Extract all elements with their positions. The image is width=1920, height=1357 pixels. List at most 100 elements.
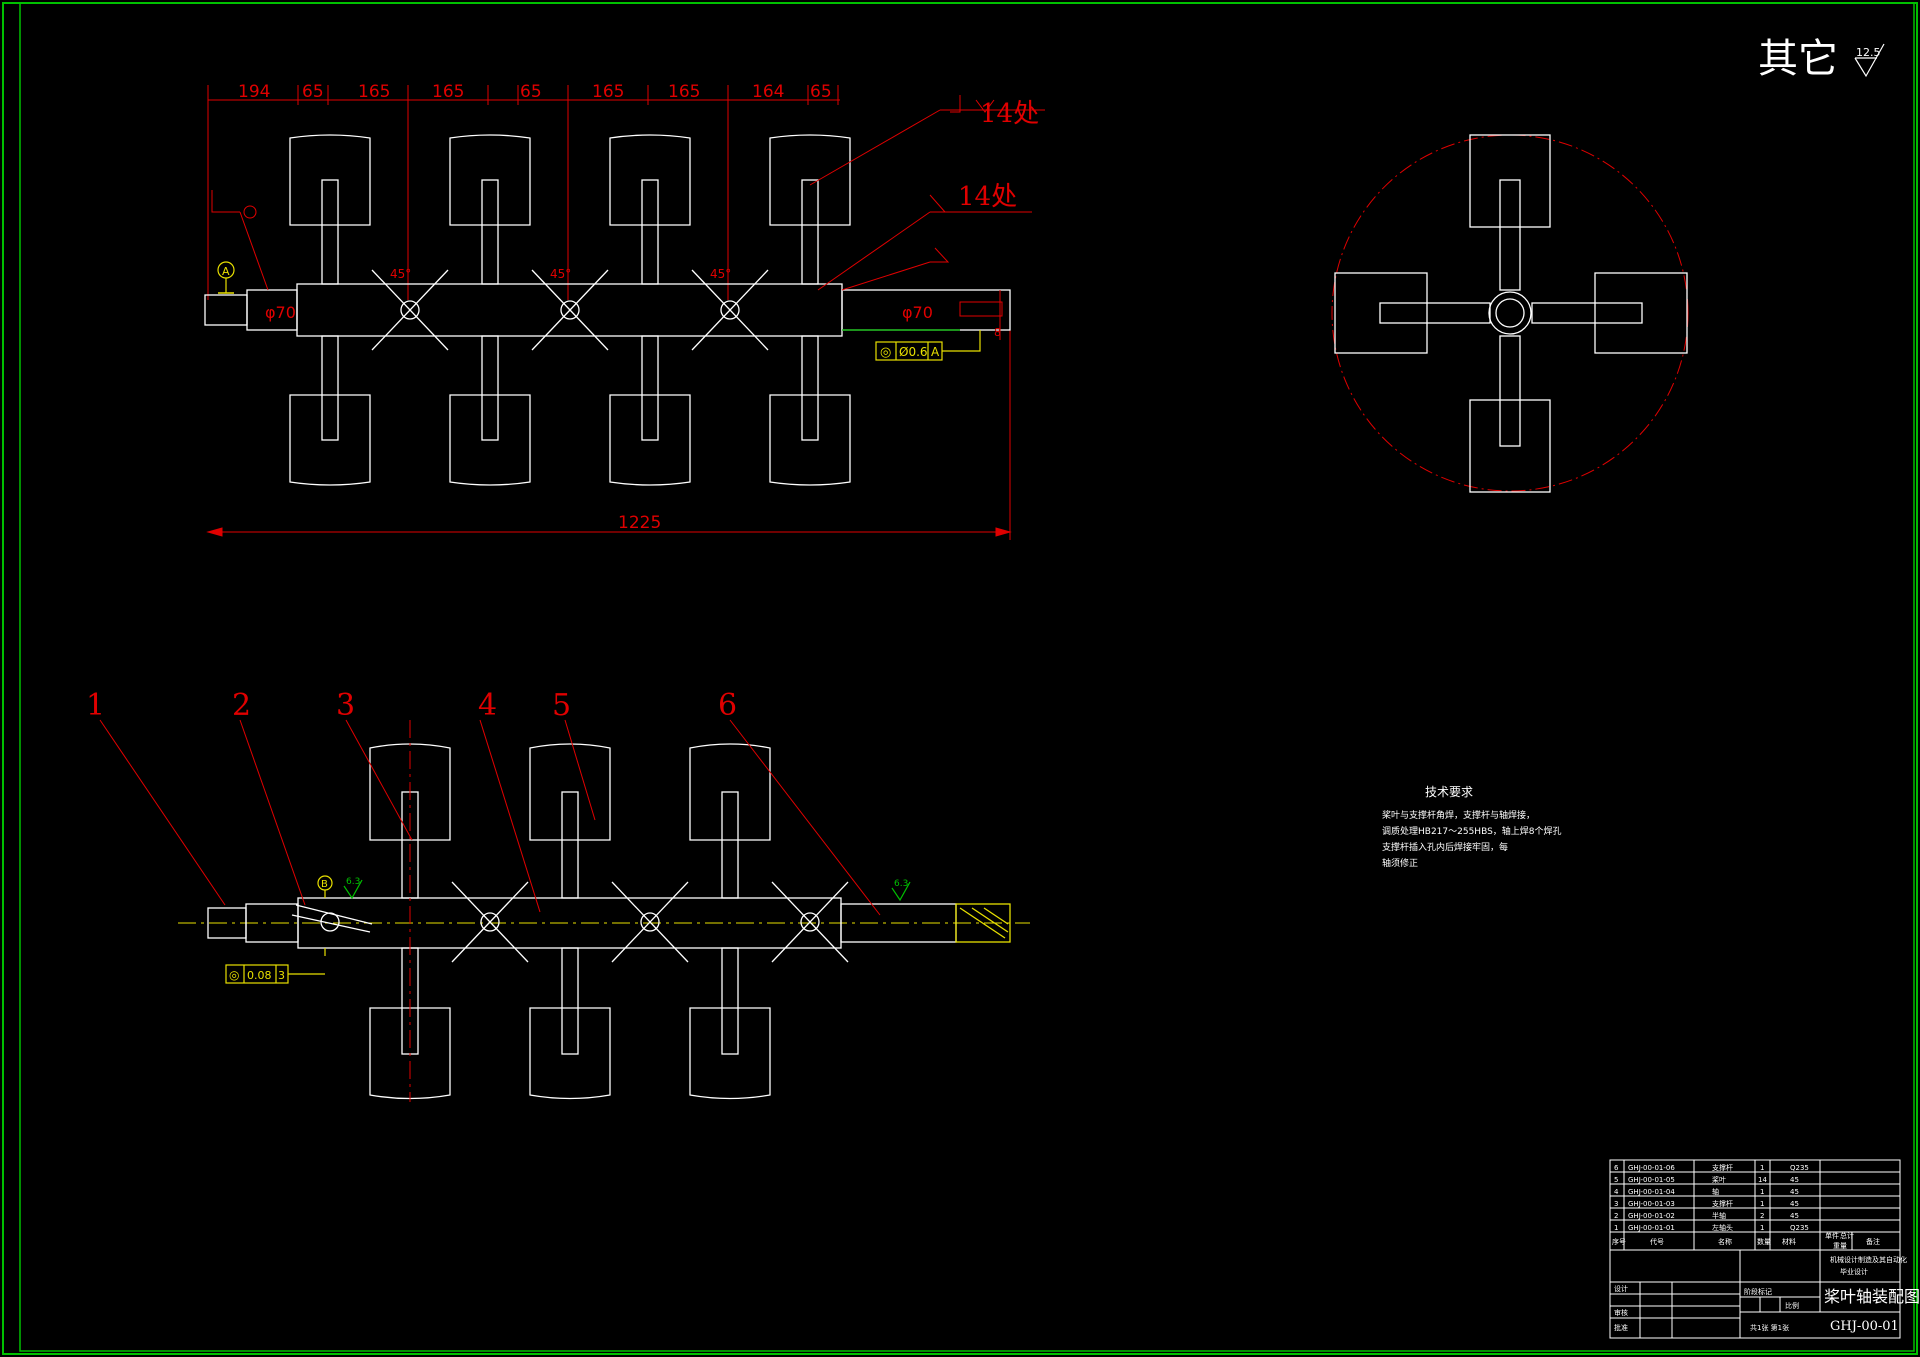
part-material: 45 (1790, 1212, 1799, 1220)
diameter-label-right: φ70 (902, 303, 933, 322)
part-qty: 1 (1760, 1188, 1764, 1196)
tolerance-datum: A (931, 345, 940, 359)
part-no: 2 (1614, 1212, 1618, 1220)
part-no: 3 (1614, 1200, 1618, 1208)
part-code: GHJ-00-01-03 (1628, 1200, 1675, 1208)
leader-lines (99, 719, 881, 916)
sweep-circle (1331, 134, 1689, 492)
tolerance-datum: 3 (278, 969, 285, 982)
col-header: 数量 (1757, 1237, 1771, 1246)
overall-length-dimension (206, 290, 1012, 540)
col-header: 单件 (1825, 1231, 1839, 1240)
angle-label: 45° (710, 267, 731, 281)
roughness-mark: 6.3 (894, 879, 908, 889)
paddles-lower (289, 335, 851, 486)
title-block: 机械设计制造及其自动化 毕业设计 设计 审核 批准 阶段标记 比例 共1张 第1… (1609, 1249, 1920, 1339)
bottom-view: 1 2 3 4 5 6 B 6.3 6.3 ◎ 0.08 3 (86, 688, 1030, 1102)
check-label: 审核 (1614, 1308, 1628, 1317)
dim-value: 65 (520, 82, 542, 102)
shaft (204, 283, 1011, 337)
part-no: 6 (1614, 1164, 1619, 1172)
balloon-number: 5 (552, 688, 571, 723)
dim-value: 165 (592, 82, 624, 102)
part-name: 左轴头 (1712, 1223, 1733, 1232)
part-code: GHJ-00-01-06 (1628, 1164, 1675, 1172)
balloon-number: 1 (86, 688, 105, 723)
balloon-number: 4 (478, 688, 497, 723)
col-header: 代号 (1650, 1237, 1664, 1246)
part-material: Q235 (1790, 1164, 1809, 1172)
weight-label: 重量 (1833, 1242, 1847, 1250)
part-name: 支撑杆 (1712, 1199, 1733, 1208)
part-code: GHJ-00-01-01 (1628, 1224, 1675, 1232)
inner-border (19, 2, 1915, 1352)
part-qty: 14 (1758, 1176, 1767, 1184)
angle-labels: 45° 45° 45° (390, 267, 731, 281)
school-line: 毕业设计 (1840, 1267, 1868, 1276)
part-code: GHJ-00-01-02 (1628, 1212, 1675, 1220)
col-header: 序号 (1612, 1237, 1626, 1246)
roughness-value: 12.5 (1856, 46, 1881, 59)
design-label: 设计 (1614, 1284, 1628, 1293)
roughness-symbol-icon (1854, 43, 1885, 78)
weld-note-2: 14处 (958, 182, 1017, 212)
tech-req-title: 技术要求 (1425, 785, 1473, 799)
part-code: GHJ-00-01-04 (1628, 1188, 1675, 1196)
parts-list: 6 GHJ-00-01-06 支撑杆 1 Q235 5 GHJ-00-01-05… (1609, 1159, 1901, 1251)
side-view (1331, 134, 1689, 493)
col-header: 总计 (1840, 1231, 1854, 1240)
part-qty: 1 (1760, 1224, 1764, 1232)
angle-label: 45° (550, 267, 571, 281)
sheet-info: 共1张 第1张 (1750, 1323, 1789, 1332)
balloon-numbers: 1 2 3 4 5 6 (86, 688, 737, 723)
part-material: 45 (1790, 1200, 1799, 1208)
weld-callouts (211, 95, 1045, 291)
tolerance-frame (225, 964, 325, 984)
technical-requirements: 技术要求 桨叶与支撑杆角焊，支撑杆与轴焊接， 调质处理HB217～255HBS，… (1382, 785, 1562, 869)
tolerance-symbol: ◎ (229, 968, 239, 982)
col-header: 备注 (1866, 1237, 1880, 1246)
balloon-number: 3 (336, 688, 355, 723)
tech-req-line: 桨叶与支撑杆角焊，支撑杆与轴焊接， (1382, 809, 1535, 821)
part-name: 桨叶 (1712, 1175, 1726, 1184)
tolerance-value: 0.08 (247, 969, 272, 982)
cross-arms (291, 881, 849, 963)
dimension-values: 194 65 165 165 65 165 165 164 65 (238, 82, 832, 102)
paddles-upper (289, 134, 851, 285)
tech-req-line: 轴须修正 (1382, 857, 1418, 869)
part-name: 半轴 (1712, 1211, 1726, 1220)
balloon-number: 6 (718, 688, 737, 723)
balloon-number: 2 (232, 688, 251, 723)
part-qty: 2 (1760, 1212, 1764, 1220)
overall-length-value: 1225 (618, 513, 661, 533)
parts-list-rows: 6 GHJ-00-01-06 支撑杆 1 Q235 5 GHJ-00-01-05… (1612, 1163, 1880, 1250)
paddles-lower (369, 947, 771, 1100)
part-material: 45 (1790, 1188, 1799, 1196)
part-no: 1 (1614, 1224, 1618, 1232)
diameter-label-left: φ70 (265, 303, 296, 322)
other-label: 其它 (1758, 36, 1838, 82)
part-name: 轴 (1712, 1187, 1719, 1196)
stage-label: 阶段标记 (1744, 1287, 1772, 1296)
school-line: 机械设计制造及其自动化 (1830, 1255, 1907, 1264)
top-view: 194 65 165 165 65 165 165 164 65 1225 φ7… (204, 82, 1045, 540)
tech-req-line: 支撑杆插入孔内后焊接牢固，每 (1382, 841, 1508, 853)
key-slot (959, 290, 1003, 340)
tolerance-symbol: ◎ (880, 345, 891, 360)
datum-a-symbol-icon (217, 261, 235, 294)
dim-value: 65 (810, 82, 832, 102)
drawing-title: 桨叶轴装配图 (1824, 1287, 1920, 1306)
dim-value: 165 (668, 82, 700, 102)
datum-b-label: B (321, 879, 328, 890)
dimension-chain (207, 85, 840, 300)
col-header: 名称 (1718, 1237, 1732, 1246)
tolerance-value: Ø0.6 (899, 345, 928, 359)
dim-value: 165 (432, 82, 464, 102)
dim-value: 194 (238, 82, 270, 102)
weld-note-1: 14处 (980, 99, 1039, 129)
cross-arms (371, 269, 769, 351)
dim-value: 165 (358, 82, 390, 102)
dim-value: 65 (302, 82, 324, 102)
dim-value: 164 (752, 82, 784, 102)
